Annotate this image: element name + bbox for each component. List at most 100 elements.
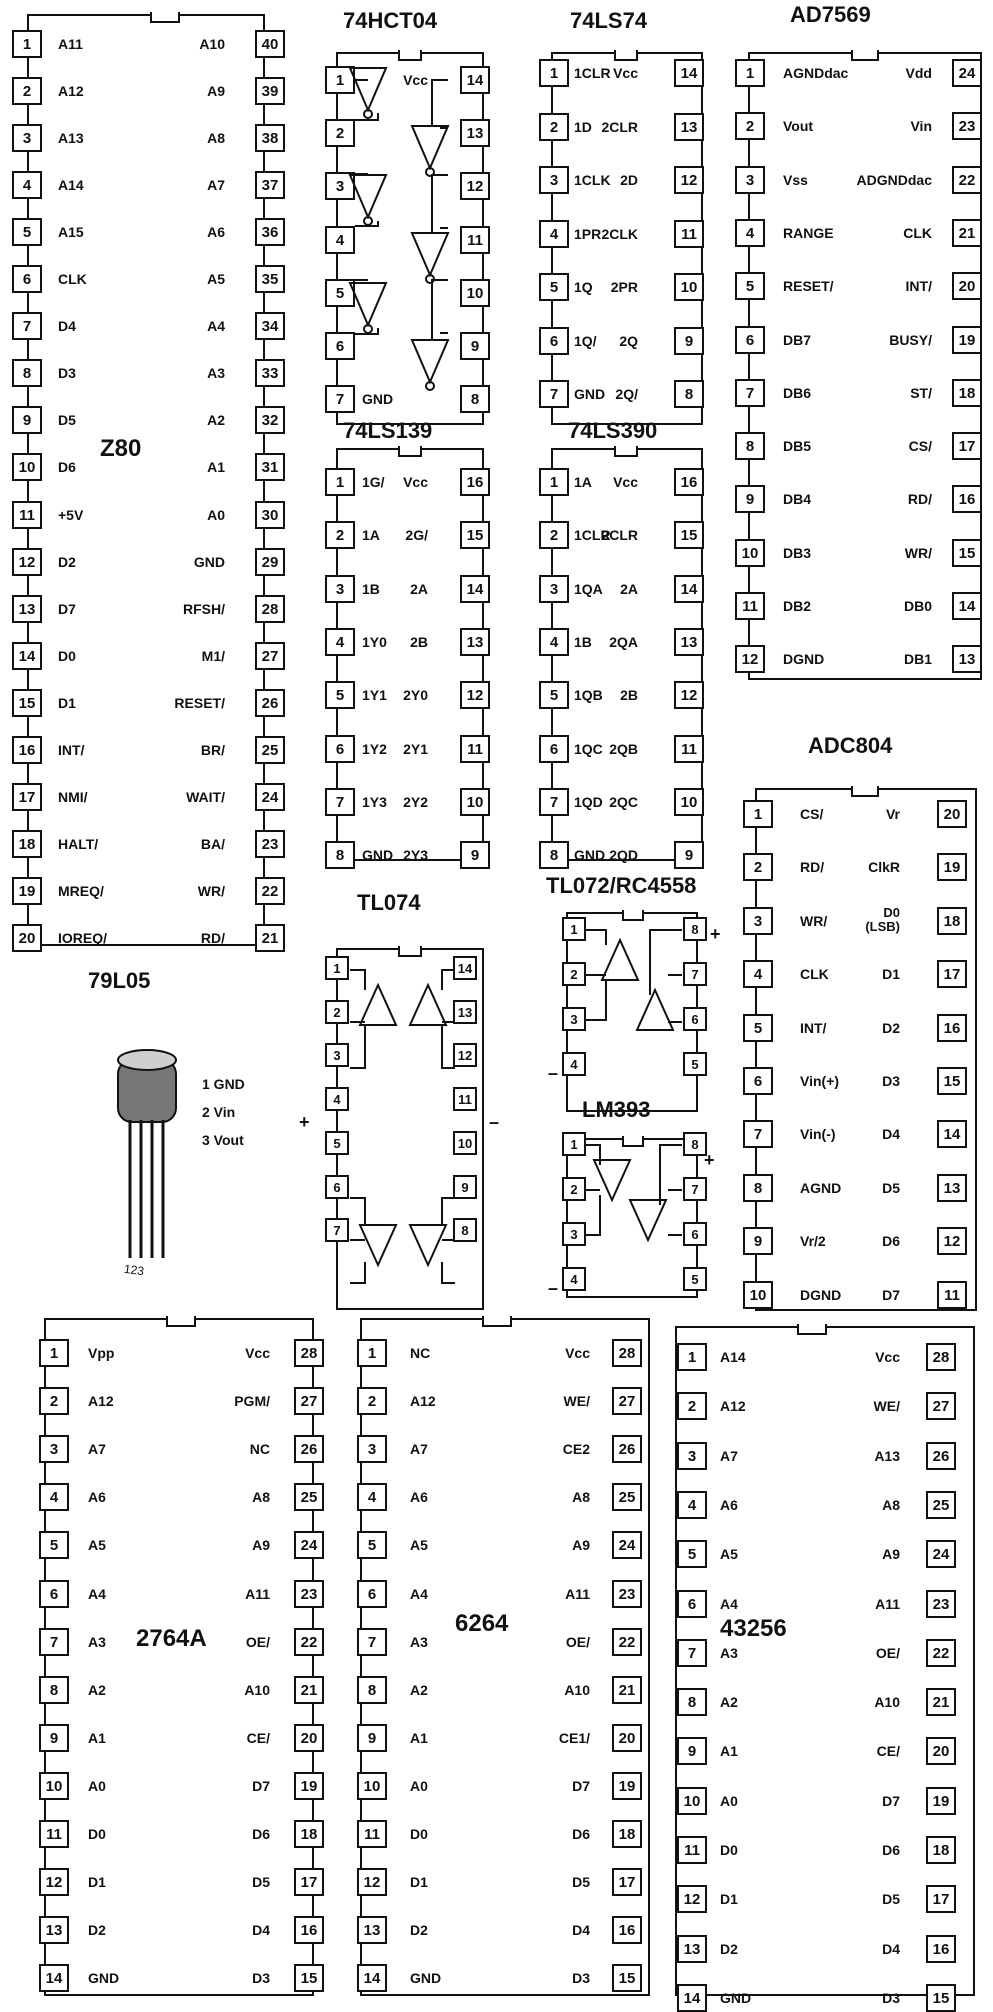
- 2764a-pin-3: 3: [39, 1435, 69, 1463]
- z80-label-right: A6: [207, 224, 225, 240]
- 2764a-label-right: A8: [252, 1489, 270, 1505]
- 43256-name: 43256: [720, 1615, 787, 1642]
- power-sign-minus: –: [489, 1112, 500, 1132]
- inverter-bubble: [363, 109, 373, 119]
- z80-pin-19: 19: [12, 877, 42, 905]
- z80-label-left: NMI/: [58, 789, 88, 805]
- z80-name: Z80: [100, 435, 142, 462]
- 6264-label-left: D0: [410, 1826, 428, 1842]
- 2764a-pin-17: 17: [294, 1868, 324, 1896]
- ad7569-label-left: DB2: [783, 598, 812, 614]
- 74ls74-pin-7: 7: [539, 380, 569, 408]
- 2764a-label-left: A12: [88, 1393, 114, 1409]
- 43256-label-left: A3: [720, 1645, 738, 1661]
- adc804-label-right: D5: [882, 1180, 900, 1196]
- adc804-pin-8: 8: [743, 1174, 773, 1202]
- 2764a-label-left: A0: [88, 1778, 106, 1794]
- 43256-pin-16: 16: [926, 1935, 956, 1963]
- tl074-pin-3: 3: [325, 1043, 349, 1067]
- opamp-wire: [350, 969, 366, 990]
- 43256-pin-2: 2: [677, 1392, 707, 1420]
- 6264-pin-6: 6: [357, 1580, 387, 1608]
- z80-pin-39: 39: [255, 77, 285, 105]
- 43256-label-left: A5: [720, 1546, 738, 1562]
- adc804-label-left: CS/: [800, 806, 824, 822]
- ad7569-pin-21: 21: [952, 219, 982, 247]
- 74ls390-label-left: GND: [574, 847, 606, 863]
- ad7569-label-right: ADGNDdac: [856, 172, 932, 188]
- power-sign-plus: +: [299, 1112, 310, 1132]
- tl074-pin-10: 10: [453, 1131, 477, 1155]
- 6264-pin-28: 28: [612, 1339, 642, 1367]
- adc804-label-left: RD/: [800, 859, 825, 875]
- 2764a-pin-13: 13: [39, 1916, 69, 1944]
- 6264-label-left: A4: [410, 1586, 428, 1602]
- z80-pin-20: 20: [12, 924, 42, 952]
- z80-label-left: A15: [58, 224, 84, 240]
- 6264-label-left: A7: [410, 1441, 428, 1457]
- adc804-label-left: Vin(-): [800, 1126, 836, 1142]
- z80-label-right: A4: [207, 318, 225, 334]
- 74ls74-title: 74LS74: [570, 8, 648, 33]
- 74ls139-pin-2: 2: [325, 521, 355, 549]
- 74ls74-label-right: Vcc: [613, 65, 638, 81]
- 74ls139-pin-11: 11: [460, 735, 490, 763]
- ad7569-pin-8: 8: [735, 432, 765, 460]
- 74ls390-label-right: 2QC: [609, 794, 638, 810]
- ad7569-pin-17: 17: [952, 432, 982, 460]
- 6264-pin-8: 8: [357, 1676, 387, 1704]
- inverter-gate: [410, 339, 450, 385]
- adc804-pin-3: 3: [743, 907, 773, 935]
- 2764a-pin-26: 26: [294, 1435, 324, 1463]
- 43256-pin-27: 27: [926, 1392, 956, 1420]
- tl072-pin-6: 6: [683, 1007, 707, 1031]
- adc804-label-left: Vr/2: [800, 1233, 826, 1249]
- 2764a-pin-19: 19: [294, 1772, 324, 1800]
- ad7569-label-right: CLK: [903, 225, 932, 241]
- inverter-wire: [431, 279, 448, 340]
- 74ls139-pin-5: 5: [325, 681, 355, 709]
- 74hct04-pin-9: 9: [460, 332, 490, 360]
- adc804-pin-18: 18: [937, 907, 967, 935]
- z80-pin-7: 7: [12, 312, 42, 340]
- z80-label-left: A13: [58, 130, 84, 146]
- 43256-pin-21: 21: [926, 1688, 956, 1716]
- 74ls139-pin-3: 3: [325, 575, 355, 603]
- 43256-pin-9: 9: [677, 1737, 707, 1765]
- z80-pin-4: 4: [12, 171, 42, 199]
- lm393-title: LM393: [582, 1097, 651, 1122]
- z80-pin-12: 12: [12, 548, 42, 576]
- 2764a-label-right: D7: [252, 1778, 270, 1794]
- 74ls390-label-right: 2A: [620, 581, 638, 597]
- ad7569-pin-10: 10: [735, 539, 765, 567]
- 6264-body: [360, 1318, 650, 1996]
- 6264-pin-15: 15: [612, 1964, 642, 1992]
- 74ls390-pin-3: 3: [539, 575, 569, 603]
- opamp-wire: [586, 929, 607, 945]
- 6264-pin-24: 24: [612, 1531, 642, 1559]
- z80-pin-38: 38: [255, 124, 285, 152]
- inverter-wire: [355, 113, 379, 121]
- 74ls390-pin-13: 13: [674, 628, 704, 656]
- lm393-pin-6: 6: [683, 1222, 707, 1246]
- z80-label-left: +5V: [58, 507, 84, 523]
- tl072-pin-7: 7: [683, 962, 707, 986]
- inverter-bubble: [425, 167, 435, 177]
- adc804-pin-4: 4: [743, 960, 773, 988]
- adc804-notch: [851, 786, 879, 797]
- 74ls74-label-left: 1Q/: [574, 333, 597, 349]
- ad7569-label-left: Vss: [783, 172, 808, 188]
- 43256-label-right: Vcc: [875, 1349, 900, 1365]
- z80-label-left: INT/: [58, 742, 85, 758]
- 6264-pin-13: 13: [357, 1916, 387, 1944]
- 74ls74-pin-11: 11: [674, 220, 704, 248]
- tl074-pin-1: 1: [325, 956, 349, 980]
- 43256-pin-22: 22: [926, 1639, 956, 1667]
- z80-label-right: WR/: [197, 883, 225, 899]
- 74ls74-pin-2: 2: [539, 113, 569, 141]
- 43256-label-left: A14: [720, 1349, 746, 1365]
- power-sign-minus: –: [548, 1063, 559, 1083]
- adc804-label-right: D7: [882, 1287, 900, 1303]
- opamp-wire: [350, 1025, 366, 1069]
- adc804-pin-5: 5: [743, 1014, 773, 1042]
